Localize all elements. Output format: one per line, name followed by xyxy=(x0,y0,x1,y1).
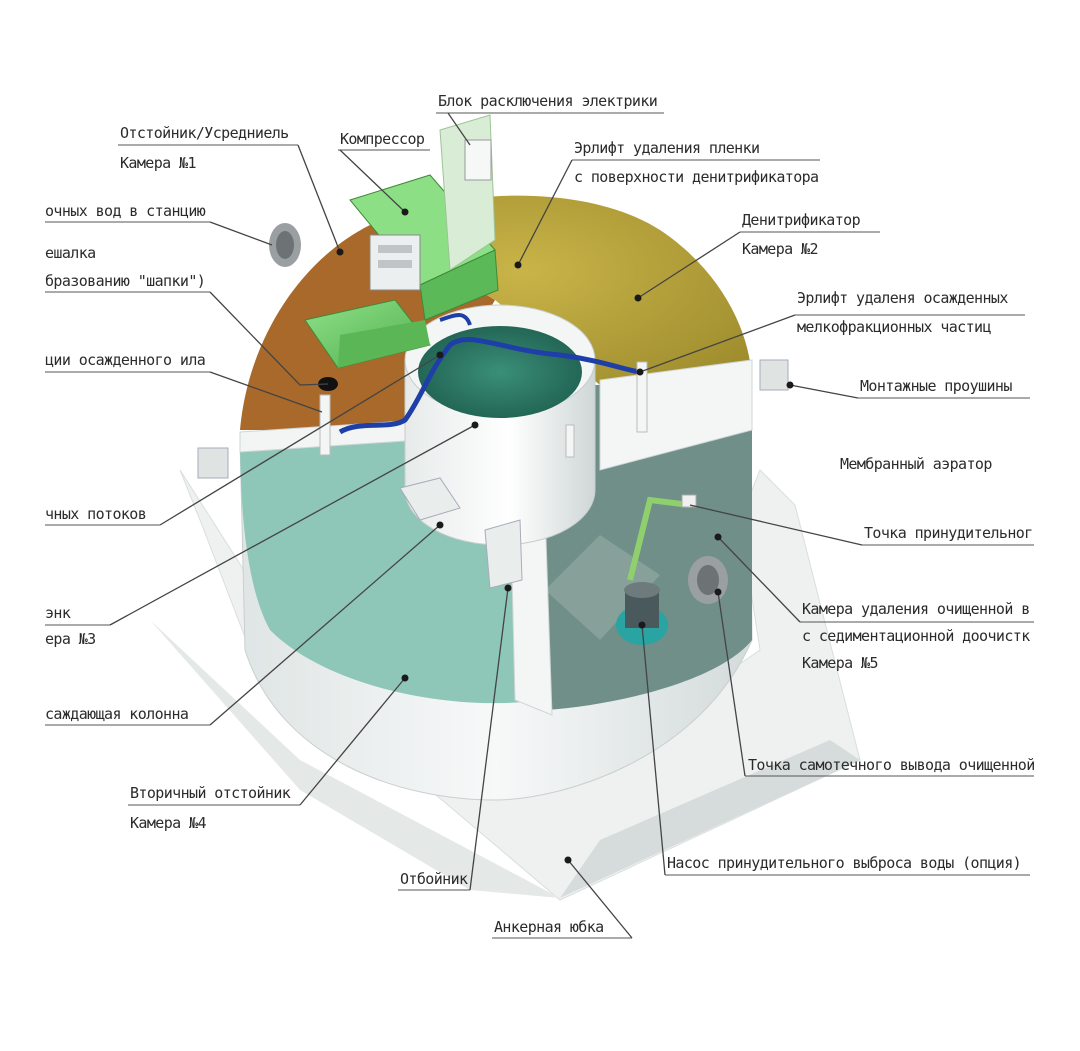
label-clean-chamber-1: Камера удаления очищенной в xyxy=(802,600,1030,618)
label-mixer-1: ешалка xyxy=(45,244,96,262)
label-airlift-film-1: Эрлифт удаления пленки xyxy=(574,139,759,157)
label-settling-column: саждающая колонна xyxy=(45,705,188,723)
forced-outlet-cap xyxy=(681,494,697,508)
label-deflector: Отбойник xyxy=(400,870,468,888)
label-denitrifier-title: Денитрификатор xyxy=(742,211,861,229)
label-secondary-settler-chamber: Камера №4 xyxy=(130,814,206,832)
label-pump: Насос принудительного выброса воды (опци… xyxy=(667,854,1021,872)
chamber-5-grate xyxy=(545,535,660,640)
airlift-pipes xyxy=(338,337,641,435)
gravity-outlet-pipe xyxy=(688,556,728,604)
label-clean-chamber-2: с седиментационной доочистк xyxy=(802,627,1030,645)
labels: Блок расключения электрики Компрессор От… xyxy=(45,92,1035,936)
label-settler-title: Отстойник/Усредниель xyxy=(120,124,289,142)
label-airlift-particles-2: мелкофракционных частиц xyxy=(797,318,991,336)
label-airlift-film-2: с поверхности денитрификатора xyxy=(574,168,819,186)
label-sludge: ции осажденного ила xyxy=(45,351,205,369)
compressor-housing xyxy=(304,114,499,369)
label-compressor: Компрессор xyxy=(340,130,425,148)
label-clean-chamber-3: Камера №5 xyxy=(802,654,878,672)
label-tank-2: ера №3 xyxy=(45,630,96,648)
label-denitrifier-chamber: Камера №2 xyxy=(742,240,818,258)
label-flows: чных потоков xyxy=(45,505,146,523)
label-settler-chamber: Камера №1 xyxy=(120,154,196,172)
compressor-unit-icon xyxy=(369,234,421,291)
electric-block xyxy=(464,139,492,181)
label-mounting-eyes: Монтажные проушины xyxy=(860,377,1012,395)
label-gravity-outlet: Точка самотечного вывода очищенной xyxy=(748,756,1035,774)
label-anchor-skirt: Анкерная юбка xyxy=(494,918,604,936)
mounting-eyes xyxy=(197,359,789,479)
label-airlift-particles-1: Эрлифт удаленя осажденных xyxy=(797,289,1008,307)
inlet-pipe-icon xyxy=(269,223,301,267)
label-inlet: очных вод в станцию xyxy=(45,202,206,220)
deflector-trays xyxy=(399,477,523,589)
compressor-hose xyxy=(439,313,472,326)
label-secondary-settler-title: Вторичный отстойник xyxy=(130,784,291,802)
label-mixer-2: бразованию "шапки") xyxy=(45,272,205,290)
forced-outlet-pipe xyxy=(627,496,691,581)
label-membrane-aerator: Мембранный аэратор xyxy=(840,455,992,473)
leader-lines xyxy=(45,112,1034,939)
label-forced-point: Точка принудительног xyxy=(864,524,1033,542)
label-tank-1: энк xyxy=(45,604,71,622)
label-electric-block: Блок расключения электрики xyxy=(438,92,657,110)
